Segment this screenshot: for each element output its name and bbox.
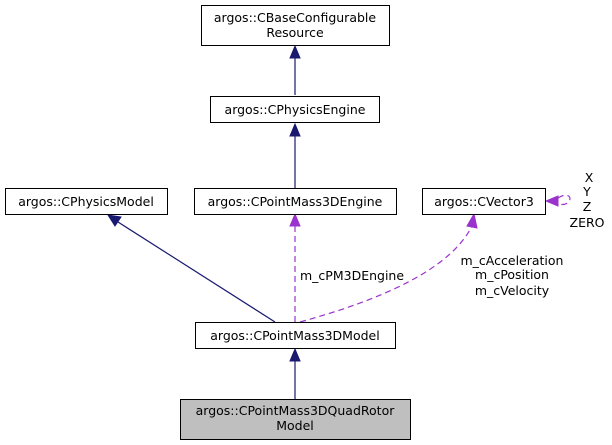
node-label: argos::CVector3 [434, 194, 534, 209]
node-cphysicsengine[interactable]: argos::CPhysicsEngine [210, 96, 380, 123]
label-y: Y [582, 184, 591, 199]
node-label-line-1: argos::CPointMass3DQuadRotor [196, 403, 396, 418]
node-cpointmass3dquadrotormodel[interactable]: argos::CPointMass3DQuadRotor Model [180, 399, 411, 440]
label-x: X [585, 170, 594, 185]
node-label: argos::CPhysicsModel [18, 194, 154, 209]
node-label-line-2: Model [276, 418, 314, 433]
node-cpointmass3dmodel[interactable]: argos::CPointMass3DModel [195, 322, 396, 349]
node-label: argos::CPhysicsEngine [225, 102, 366, 117]
label-zero: ZERO [570, 215, 605, 230]
node-cphysicsmodel[interactable]: argos::CPhysicsModel [5, 188, 168, 215]
node-label: argos::CPointMass3DModel [210, 328, 379, 343]
label-z: Z [583, 199, 592, 214]
node-cbaseconfigurableresource[interactable]: argos::CBaseConfigurable Resource [201, 5, 390, 46]
label-m-cposition: m_cPosition [475, 267, 549, 282]
label-vector3-members: m_cAcceleration m_cPosition m_cVelocity [461, 253, 564, 298]
label-m-cpm3dengine: m_cPM3DEngine [300, 268, 404, 283]
node-label-line-2: Resource [266, 25, 324, 40]
node-label: argos::CPointMass3DEngine [208, 194, 383, 209]
label-line: m_cPM3DEngine [300, 268, 404, 283]
label-m-cvelocity: m_cVelocity [475, 283, 550, 298]
edge-physics-engine-to-base-resource [289, 44, 301, 95]
node-label-line-1: argos::CBaseConfigurable [214, 10, 376, 25]
edge-pm3d-engine-usage [289, 212, 301, 322]
edge-quadrotor-to-pm3d-model [289, 347, 301, 399]
label-m-cacceleration: m_cAcceleration [461, 253, 564, 268]
edge-vector3-self [544, 194, 571, 207]
edge-pm3d-engine-to-physics-engine [289, 122, 301, 188]
node-cvector3[interactable]: argos::CVector3 [422, 188, 546, 215]
label-vector3-self-members: X Y Z ZERO [570, 170, 605, 230]
edge-pm3d-model-to-physics-model [106, 214, 276, 323]
node-cpointmass3dengine[interactable]: argos::CPointMass3DEngine [194, 188, 397, 215]
edge-vector3-usage [299, 212, 478, 323]
